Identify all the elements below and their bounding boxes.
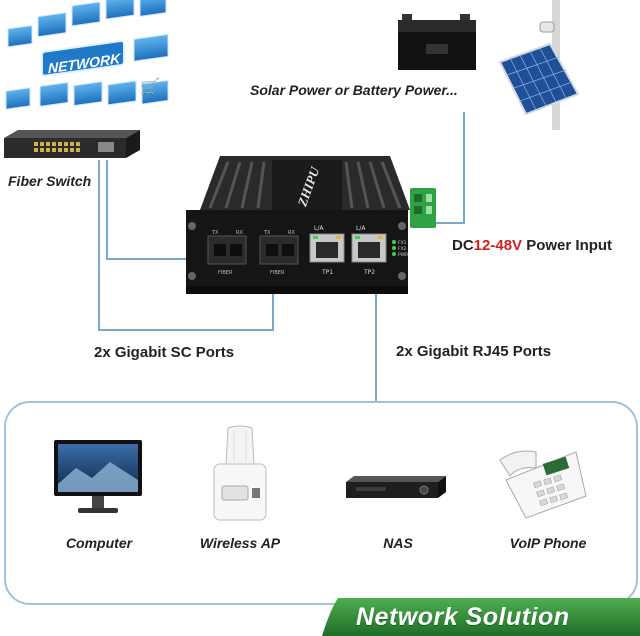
fiber-switch-device — [4, 130, 140, 158]
power-source-label: Solar Power or Battery Power... — [250, 82, 458, 98]
sc-line-outer-vertical — [98, 160, 100, 330]
rj45-2-la-label: L/A — [356, 225, 366, 232]
network-cloud-graphic: NETWORK 🛒 — [5, 0, 169, 110]
led-fx1-label: FX1 — [398, 240, 407, 246]
wireless-ap-icon — [213, 425, 267, 521]
sc-line-bottom — [98, 329, 274, 331]
rj45-ports-label: 2x Gigabit RJ45 Ports — [396, 343, 552, 360]
tp2-label: TP2 — [363, 269, 375, 276]
fiber1-tx-label: TX — [211, 230, 219, 236]
fiber-switch-label: Fiber Switch — [8, 173, 92, 189]
voip-phone-icon — [499, 450, 587, 519]
endpoint-label-voip-phone: VoIP Phone — [509, 535, 587, 551]
endpoint-label-nas: NAS — [383, 535, 413, 551]
dc-suffix: Power Input — [522, 237, 613, 254]
endpoint-label-wireless-ap: Wireless AP — [199, 535, 281, 551]
sc-line-inner-horizontal — [106, 258, 224, 260]
network-solution-title: Network Solution — [356, 603, 570, 631]
led-pwr-label: PWR — [398, 252, 408, 258]
media-converter-device: ZHIPU TX RX TX RX FIBER FIBER L/A L/A TP… — [186, 156, 436, 294]
solar-panel-icon — [498, 0, 580, 130]
rj45-line-vertical — [375, 282, 377, 402]
led-fx2-label: FX2 — [398, 246, 407, 252]
fiber1-rx-label: RX — [236, 230, 243, 236]
rj45-1-la-label: L/A — [314, 225, 324, 232]
battery-icon — [398, 14, 476, 70]
power-line-horizontal — [436, 222, 465, 224]
sc-line-right-vertical — [272, 280, 274, 331]
svg-text:🛒: 🛒 — [140, 77, 160, 96]
tp1-label: TP1 — [321, 269, 333, 276]
dc-prefix: DC — [452, 237, 474, 254]
sc-ports-label: 2x Gigabit SC Ports — [94, 344, 235, 361]
fiber-port-1-label: FIBER — [218, 270, 233, 276]
dc-power-label: DC12-48V Power Input — [452, 237, 612, 254]
fiber2-rx-label: RX — [288, 230, 295, 236]
computer-monitor-icon — [54, 440, 142, 513]
sc-line-inner-vertical — [106, 160, 108, 260]
endpoint-label-computer: Computer — [65, 535, 133, 551]
fiber2-tx-label: TX — [263, 230, 271, 236]
nas-box-icon — [346, 476, 446, 498]
dc-voltage-range: 12-48V — [473, 237, 523, 254]
power-line-vertical — [463, 112, 465, 224]
network-solution-banner — [322, 598, 640, 636]
fiber-port-2-label: FIBER — [270, 270, 285, 276]
